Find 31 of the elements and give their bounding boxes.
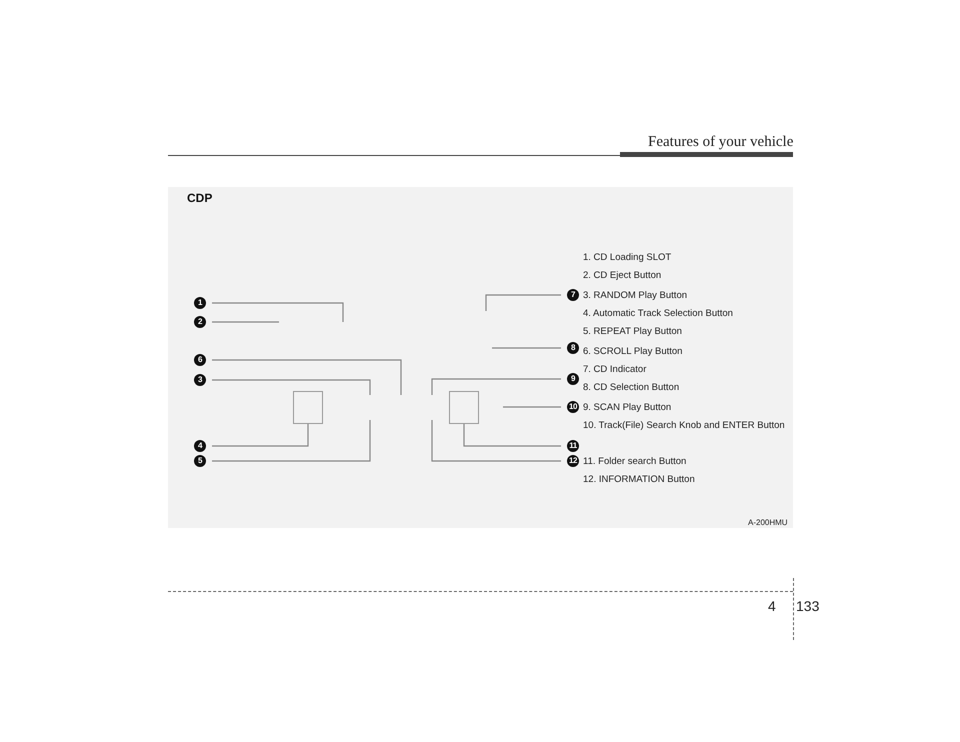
part-list-item: 10. Track(File) Search Knob and ENTER Button [583,419,786,433]
leader-line [492,347,561,349]
diagram-title: CDP [187,191,212,205]
leader-line [212,379,371,395]
part-list-item: 4. Automatic Track Selection Button [583,308,733,319]
part-list-item: 1. CD Loading SLOT [583,252,672,263]
chapter-number: 4 [768,598,776,614]
part-list-item: 6. SCROLL Play Button [583,346,682,357]
leader-line [212,424,309,447]
leader-line [212,302,344,322]
part-list-item: 8. CD Selection Button [583,382,680,393]
leader-line [431,420,561,462]
part-list-item: 7. CD Indicator [583,364,646,375]
leader-line [463,424,561,447]
part-list-item: 2. CD Eject Button [583,270,662,281]
leader-line [485,294,561,311]
leader-line [212,420,371,462]
figure-code: A-200HMU [748,518,788,527]
leader-line [431,378,561,395]
button-outline [293,391,323,424]
leader-line [503,406,561,408]
leader-line [212,359,402,395]
part-list-item: 9. SCAN Play Button [583,402,672,413]
part-list-item: 3. RANDOM Play Button [583,290,688,301]
leader-line [212,321,279,323]
part-list-item: 11. Folder search Button [583,456,686,467]
part-list-item: 12. INFORMATION Button [583,474,695,485]
page-number: 133 [796,598,820,614]
running-header: Features of your vehicle [648,134,794,151]
button-outline [449,391,479,424]
part-list-item: 5. REPEAT Play Button [583,326,682,337]
